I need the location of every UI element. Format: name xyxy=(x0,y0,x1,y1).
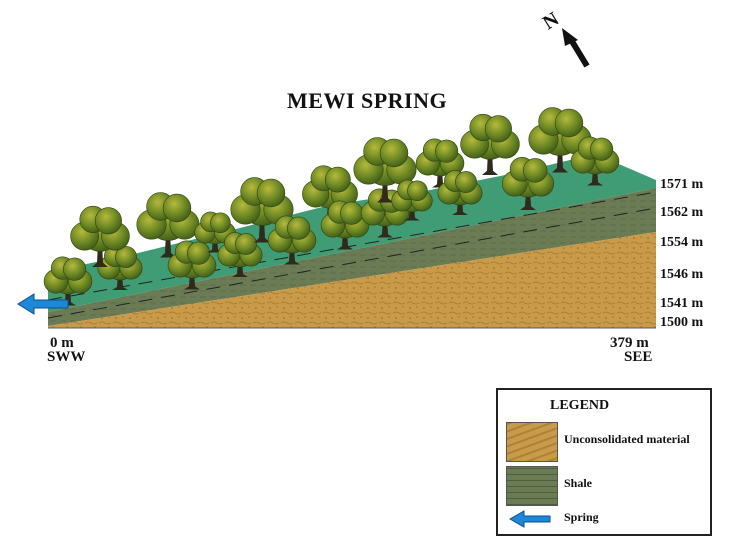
elevation-label-1500: 1500 m xyxy=(660,315,704,330)
shale-bedding-line xyxy=(47,207,657,319)
legend-spring-arrow-icon xyxy=(508,510,551,528)
legend-label-shale: Shale xyxy=(564,476,593,490)
legend-box: LEGEND Unconsolidated material Shale Spr… xyxy=(496,388,712,536)
elevation-label-1562: 1562 m xyxy=(660,205,704,220)
tree-icon xyxy=(415,138,465,188)
elevation-label-1554: 1554 m xyxy=(660,235,704,250)
left-direction-label: SWW xyxy=(47,349,86,365)
legend-title: LEGEND xyxy=(550,398,610,413)
tree-icon xyxy=(167,240,217,290)
elevation-label-1546: 1546 m xyxy=(660,267,704,282)
tree-icon xyxy=(460,113,520,175)
tree-icon xyxy=(194,211,236,253)
unconsolidated-layer xyxy=(48,232,656,328)
tree-icon xyxy=(43,256,93,306)
right-distance-label: 379 m xyxy=(610,335,649,351)
north-arrow-icon xyxy=(562,28,590,68)
tree-icon xyxy=(320,200,370,250)
tree-icon xyxy=(230,177,294,243)
elevation-label-1571: 1571 m xyxy=(660,177,704,192)
shale-bedding-line xyxy=(47,191,657,301)
legend-label-spring: Spring xyxy=(564,510,599,524)
tree-icon xyxy=(302,165,358,223)
tree-icon xyxy=(217,232,263,277)
left-distance-label: 0 m xyxy=(50,335,74,351)
right-direction-label: SEE xyxy=(624,349,653,365)
tree-icon xyxy=(391,179,433,221)
tree-icon xyxy=(353,137,417,203)
spring-arrow-icon xyxy=(17,293,69,315)
tree-icon xyxy=(501,156,555,210)
tree-icon xyxy=(70,205,130,267)
tree-icon xyxy=(437,170,483,215)
tree-icon xyxy=(97,245,143,290)
legend-label-unconsolidated: Unconsolidated material xyxy=(564,432,690,446)
elevation-label-1541: 1541 m xyxy=(660,296,704,311)
diagram-title: MEWI SPRING xyxy=(287,88,448,113)
shale-layer xyxy=(48,188,656,326)
tree-icon xyxy=(570,136,620,186)
unconsolidated-swatch xyxy=(506,422,558,462)
tree-icon xyxy=(267,215,317,265)
tree-group xyxy=(43,107,620,306)
shale-swatch xyxy=(506,466,558,506)
tree-icon xyxy=(136,192,200,258)
